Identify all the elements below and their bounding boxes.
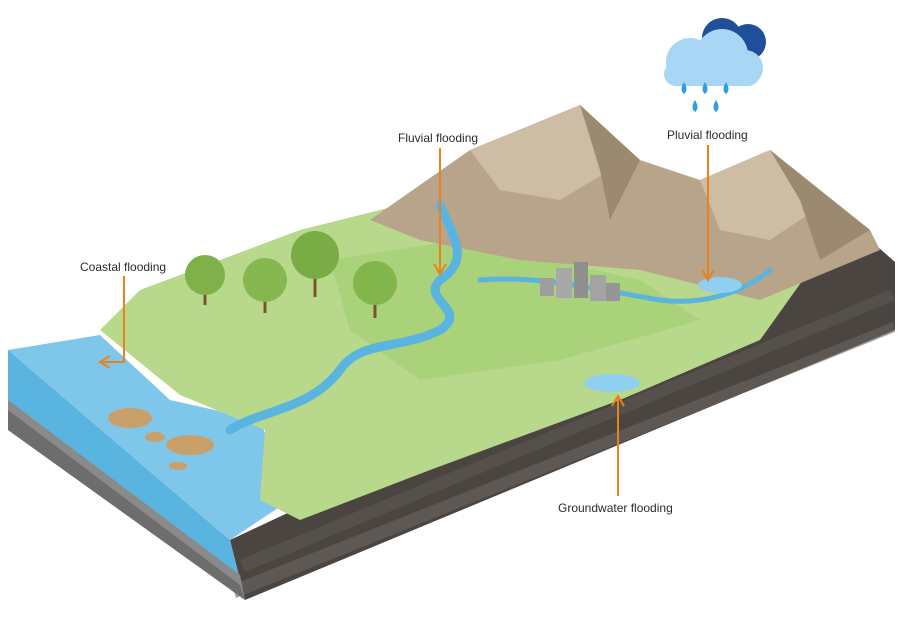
tree-icon xyxy=(185,231,397,318)
pluvial-flooding-label: Pluvial flooding xyxy=(667,128,748,142)
mountain-range xyxy=(370,105,880,300)
cloud-icon xyxy=(664,18,766,86)
city-icon xyxy=(540,262,620,301)
coastal-flooding-label: Coastal flooding xyxy=(80,260,167,274)
coastal-arrow xyxy=(102,276,125,363)
fluvial-flooding-label: Fluvial flooding xyxy=(398,131,479,145)
groundwater-flooding-label: Groundwater flooding xyxy=(558,501,673,515)
groundwater-arrowhead xyxy=(611,394,625,407)
raindrop-icon xyxy=(681,82,729,112)
fluvial-arrowhead xyxy=(433,263,447,276)
groundwater-pond xyxy=(584,374,640,392)
pluvial-pond xyxy=(698,277,742,293)
coastal-arrowhead xyxy=(98,355,111,369)
grassland-shade xyxy=(330,240,700,380)
river xyxy=(225,200,462,435)
sea-cross-section xyxy=(8,350,245,600)
sand-islands xyxy=(108,408,214,470)
pluvial-arrowhead xyxy=(701,269,715,282)
arrows xyxy=(98,145,715,496)
